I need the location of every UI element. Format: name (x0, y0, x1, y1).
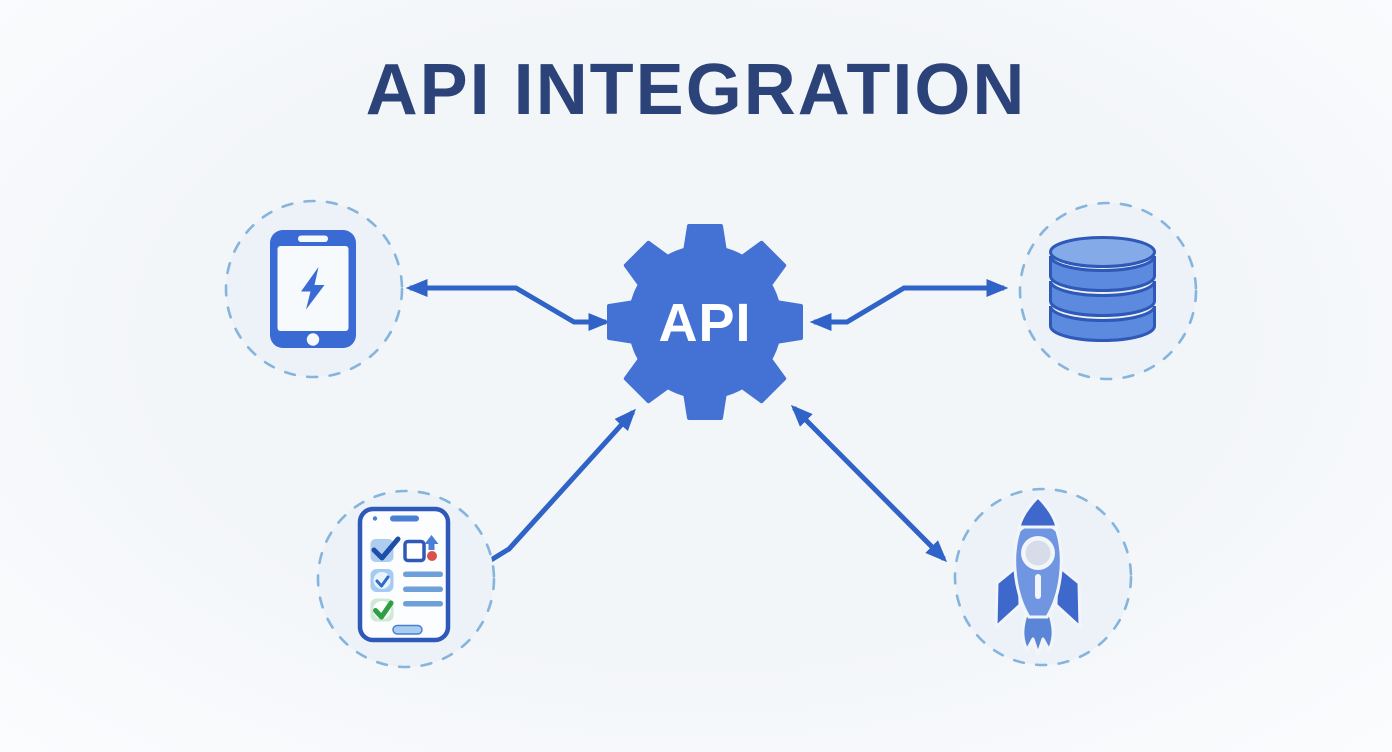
checkmark-circle-icon (375, 575, 390, 588)
node-checklist-app (316, 489, 496, 669)
tablet-speaker (390, 515, 419, 522)
node-rocket-launch (953, 487, 1133, 667)
api-hub-label: API (658, 293, 751, 353)
connectors (405, 279, 1009, 563)
connector-api-rocket (790, 404, 948, 563)
connector-mobile-api (405, 279, 611, 331)
list-line (403, 586, 443, 592)
page-title: API INTEGRATION (365, 50, 1027, 130)
tablet-camera-dot (372, 516, 378, 521)
rocket-body-seam (1035, 574, 1041, 599)
node-mobile-app (224, 199, 404, 379)
red-dot-badge (427, 551, 437, 561)
lightning-bolt-icon (301, 267, 325, 310)
api-hub: API (607, 224, 803, 420)
list-line (403, 571, 443, 577)
rocket-window (1025, 540, 1051, 566)
connector-checklist-api (489, 408, 636, 563)
rocket-icon (994, 495, 1082, 656)
up-arrow-icon (424, 535, 439, 550)
connector-api-database (809, 279, 1009, 331)
list-line (403, 601, 443, 607)
checkmark-icon (371, 536, 401, 561)
database-icon (1049, 236, 1156, 342)
gear-icon (607, 224, 803, 420)
rocket-nose-cone (1017, 495, 1059, 529)
phone-speaker (298, 235, 328, 242)
square-outline-icon (403, 539, 426, 563)
phone-home-button (306, 333, 320, 346)
smartphone-lightning-icon (270, 230, 356, 348)
rocket-flame (1021, 610, 1055, 656)
checklist-tablet-icon (357, 506, 451, 643)
green-checkmark-icon (373, 600, 394, 620)
node-database (1018, 201, 1198, 381)
tablet-home-bar (392, 624, 423, 635)
